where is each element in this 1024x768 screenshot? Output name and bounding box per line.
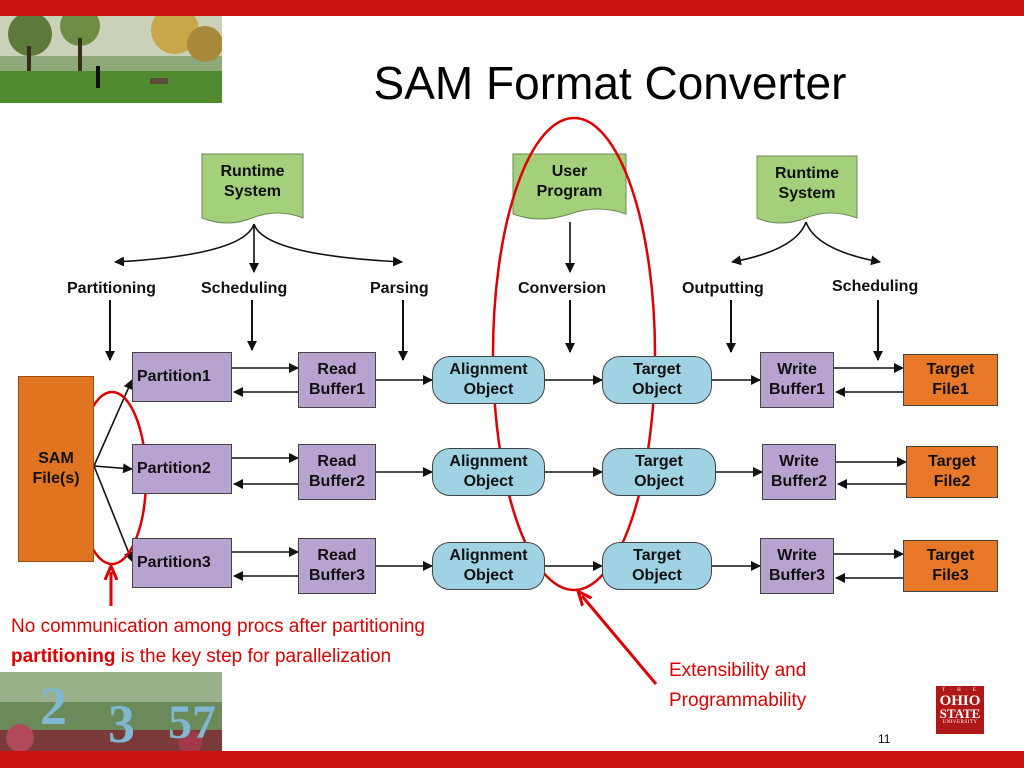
runtime-system-left: Runtime System xyxy=(220,163,285,200)
conversion-highlight-ellipse xyxy=(491,116,657,592)
target-file-2: Target File2 xyxy=(906,446,998,498)
runtime-system-left-shape xyxy=(201,153,304,224)
svg-text:2: 2 xyxy=(40,676,67,736)
label-parsing: Parsing xyxy=(370,280,429,297)
logo-line-4: UNIVERSITY xyxy=(942,720,978,725)
annotation-no-communication: No communication among procs after parti… xyxy=(11,616,425,637)
write-buffer-1: Write Buffer1 xyxy=(760,352,834,408)
partition-1: Partition1 xyxy=(132,352,232,402)
runtime-system-right-shape xyxy=(756,155,858,224)
read-buffer-1: Read Buffer1 xyxy=(298,352,376,408)
read-buffer-3: Read Buffer3 xyxy=(298,538,376,594)
alignment-object-1: Alignment Object xyxy=(432,356,545,404)
target-file-3: Target File3 xyxy=(903,540,998,592)
logo-line-1: T · H · E xyxy=(942,688,978,693)
target-file-1: Target File1 xyxy=(903,354,998,406)
logo-line-3: STATE xyxy=(939,706,981,721)
extensibility-annotation-arrow xyxy=(582,596,658,685)
ohio-state-logo: T · H · E OHIO STATE UNIVERSITY xyxy=(936,686,984,734)
runtime-system-right: Runtime System xyxy=(775,165,839,202)
bottom-accent-bar xyxy=(0,751,1024,768)
label-conversion: Conversion xyxy=(518,280,607,297)
label-partitioning: Partitioning xyxy=(67,280,156,297)
write-buffer-3: Write Buffer3 xyxy=(760,538,834,594)
write-buffer-2: Write Buffer2 xyxy=(762,444,836,500)
page-number: 11 xyxy=(878,732,891,746)
svg-text:57: 57 xyxy=(168,696,216,749)
user-program: User Program xyxy=(536,163,603,200)
label-scheduling-right: Scheduling xyxy=(832,278,919,295)
target-object-3: Target Object xyxy=(602,542,712,590)
user-program-shape xyxy=(512,153,627,220)
svg-text:3: 3 xyxy=(108,694,135,752)
partition-2: Partition2 xyxy=(132,444,232,494)
logo-line-2: OHIO xyxy=(939,693,981,709)
partition-3: Partition3 xyxy=(132,538,232,588)
read-buffer-2: Read Buffer2 xyxy=(298,444,376,500)
target-object-2: Target Object xyxy=(602,448,716,496)
alignment-object-2: Alignment Object xyxy=(432,448,545,496)
annotation-extensibility: Extensibility and Programmability xyxy=(669,660,807,711)
annotation-partitioning-rest: is the key step for parallelization xyxy=(115,646,392,667)
top-accent-bar xyxy=(0,0,1024,16)
campus-photo xyxy=(0,16,222,103)
annotation-partitioning-bold: partitioning xyxy=(11,646,116,667)
target-object-1: Target Object xyxy=(602,356,712,404)
page-title: SAM Format Converter xyxy=(373,57,847,109)
alignment-object-3: Alignment Object xyxy=(432,542,545,590)
numbers-sculpture-photo: 2 3 57 xyxy=(0,672,222,752)
label-outputting: Outputting xyxy=(682,280,764,297)
label-scheduling-left: Scheduling xyxy=(201,280,288,297)
annotation-partitioning-key: partitioning is the key step for paralle… xyxy=(11,646,391,668)
sam-files-box: SAM File(s) xyxy=(18,376,94,562)
